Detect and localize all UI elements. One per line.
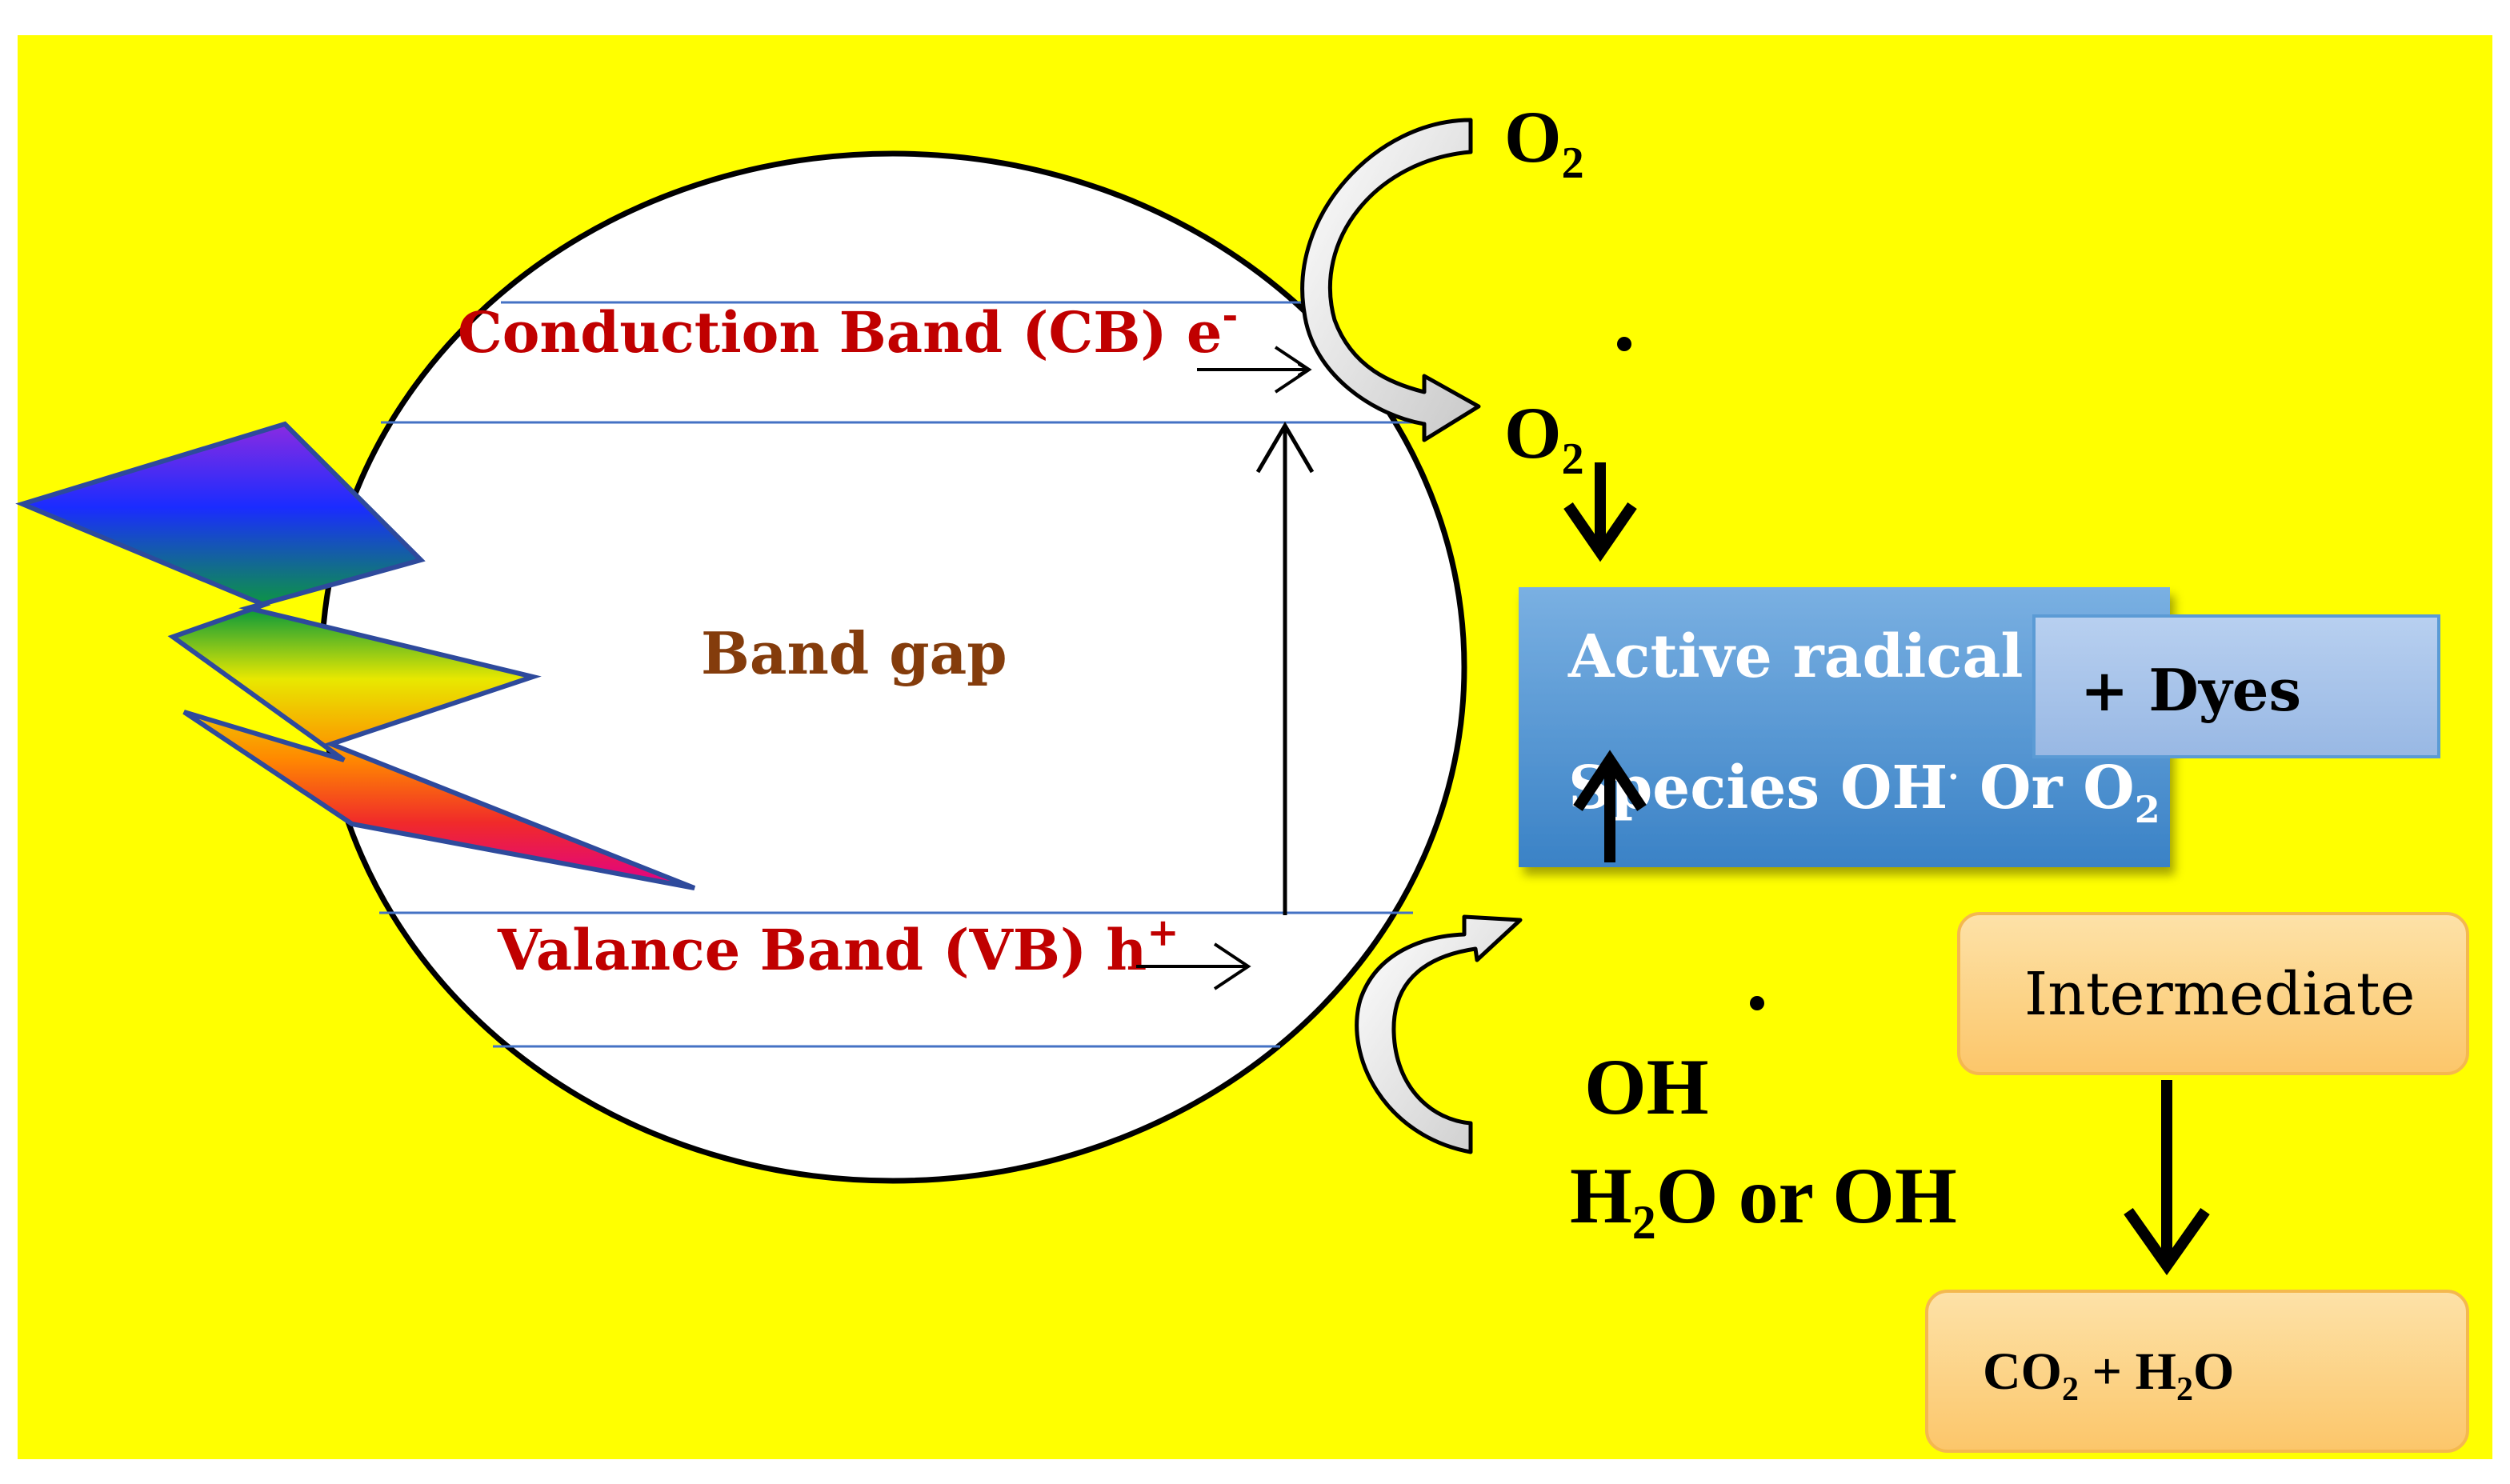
dyes-label: + Dyes — [2080, 656, 2301, 724]
o2-top-label: O2 — [1504, 96, 1584, 188]
active-radical-line1: Active radical — [1567, 622, 2024, 691]
electron-arrow-head — [1274, 346, 1312, 394]
oh-to-radical-arrow-head — [1573, 750, 1647, 811]
oh-radical-dot — [1750, 996, 1764, 1010]
hole-arrow-head — [1213, 942, 1251, 990]
valence-band-label: Valance Band (VB) h+ — [497, 910, 1179, 983]
band-lines — [379, 301, 1413, 1048]
intermediate-box — [1957, 912, 2469, 1075]
dyes-box — [2032, 614, 2440, 758]
excitation-arrow-head — [1255, 422, 1315, 474]
o2-radical-label: O2 — [1504, 392, 1584, 484]
o2-to-radical-arrow-head — [1563, 502, 1637, 562]
conduction-band-label: Conduction Band (CB) e- — [458, 293, 1238, 366]
products-label: CO2 + H2O — [1983, 1342, 2234, 1408]
lightning-bolt-icon — [15, 421, 696, 890]
intermediate-label: Intermediate — [2024, 960, 2415, 1029]
active-radical-line2: Species OH. Or O2 — [1568, 750, 2160, 831]
band-gap-label: Band gap — [701, 619, 1007, 687]
intermediate-to-product-arrow-head — [2124, 1207, 2210, 1276]
products-box — [1925, 1290, 2469, 1453]
o2-radical-dot — [1617, 337, 1631, 351]
h2o-oh-label: H2O or OH — [1570, 1151, 1957, 1249]
top-curl-arrow — [1300, 118, 1481, 442]
oh-radical-label: OH — [1584, 1042, 1709, 1131]
bottom-curl-arrow — [1355, 914, 1523, 1154]
